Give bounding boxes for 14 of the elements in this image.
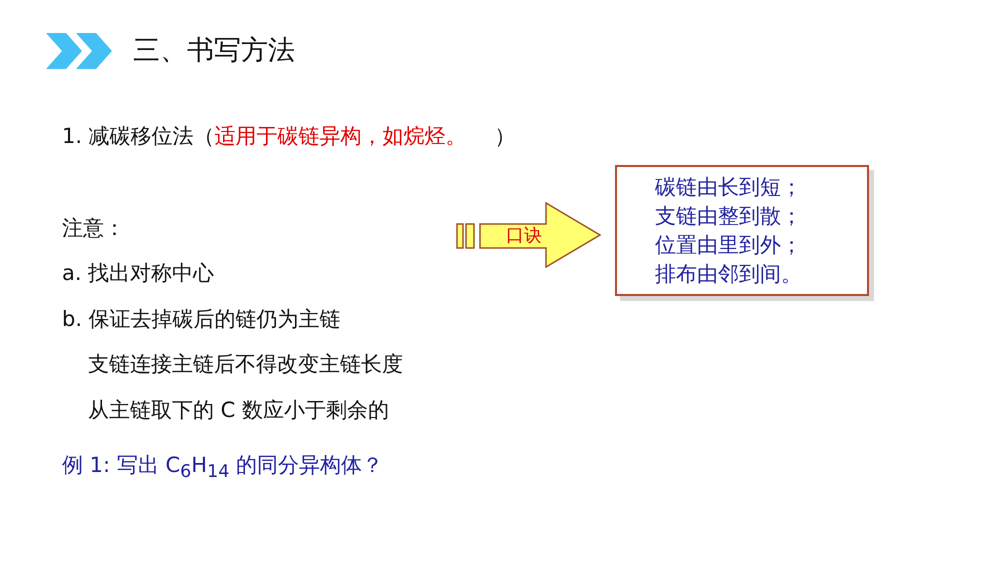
method-heading: 1. 减碳移位法（	[62, 124, 215, 148]
slide-title: 三、书写方法	[133, 34, 295, 68]
mnemonic-line: 排布由邻到间。	[655, 261, 802, 288]
example-question: 例 1: 写出 C$_{6}$H$_{14}$ 的同分异构体？	[62, 453, 384, 477]
note-text: 从主链取下的 C 数应小于剩余的	[88, 398, 390, 422]
list-item: b. 保证去掉碳后的链仍为主链	[62, 307, 341, 331]
note-heading: 注意：	[62, 216, 125, 240]
mnemonic-line: 位置由里到外；	[655, 232, 802, 259]
closing-bracket: ）	[494, 124, 516, 148]
mnemonic-line: 碳链由长到短；	[655, 174, 802, 201]
mnemonic-line: 支链由整到散；	[655, 203, 802, 230]
list-item: a. 找出对称中心	[62, 261, 214, 285]
note-text: 支链连接主链后不得改变主链长度	[88, 352, 403, 376]
highlight-note: 适用于碳链异构，如烷烃。	[214, 124, 467, 148]
